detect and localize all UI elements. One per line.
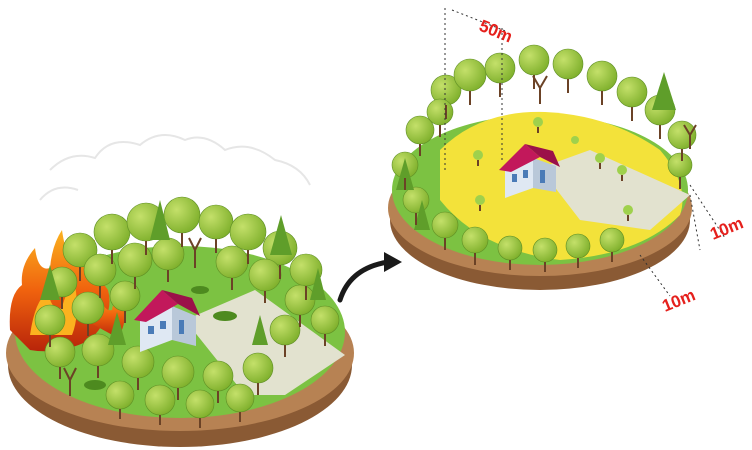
transition-arrow (340, 252, 402, 300)
left-island-before (6, 135, 354, 447)
right-island-after: 50m 10m 10m (388, 8, 746, 316)
setback-label-50m: 50m (477, 16, 516, 46)
smoke-cloud (40, 135, 310, 200)
setback-label-10m-bottom: 10m (659, 285, 698, 315)
setback-label-10m-right: 10m (707, 213, 746, 243)
